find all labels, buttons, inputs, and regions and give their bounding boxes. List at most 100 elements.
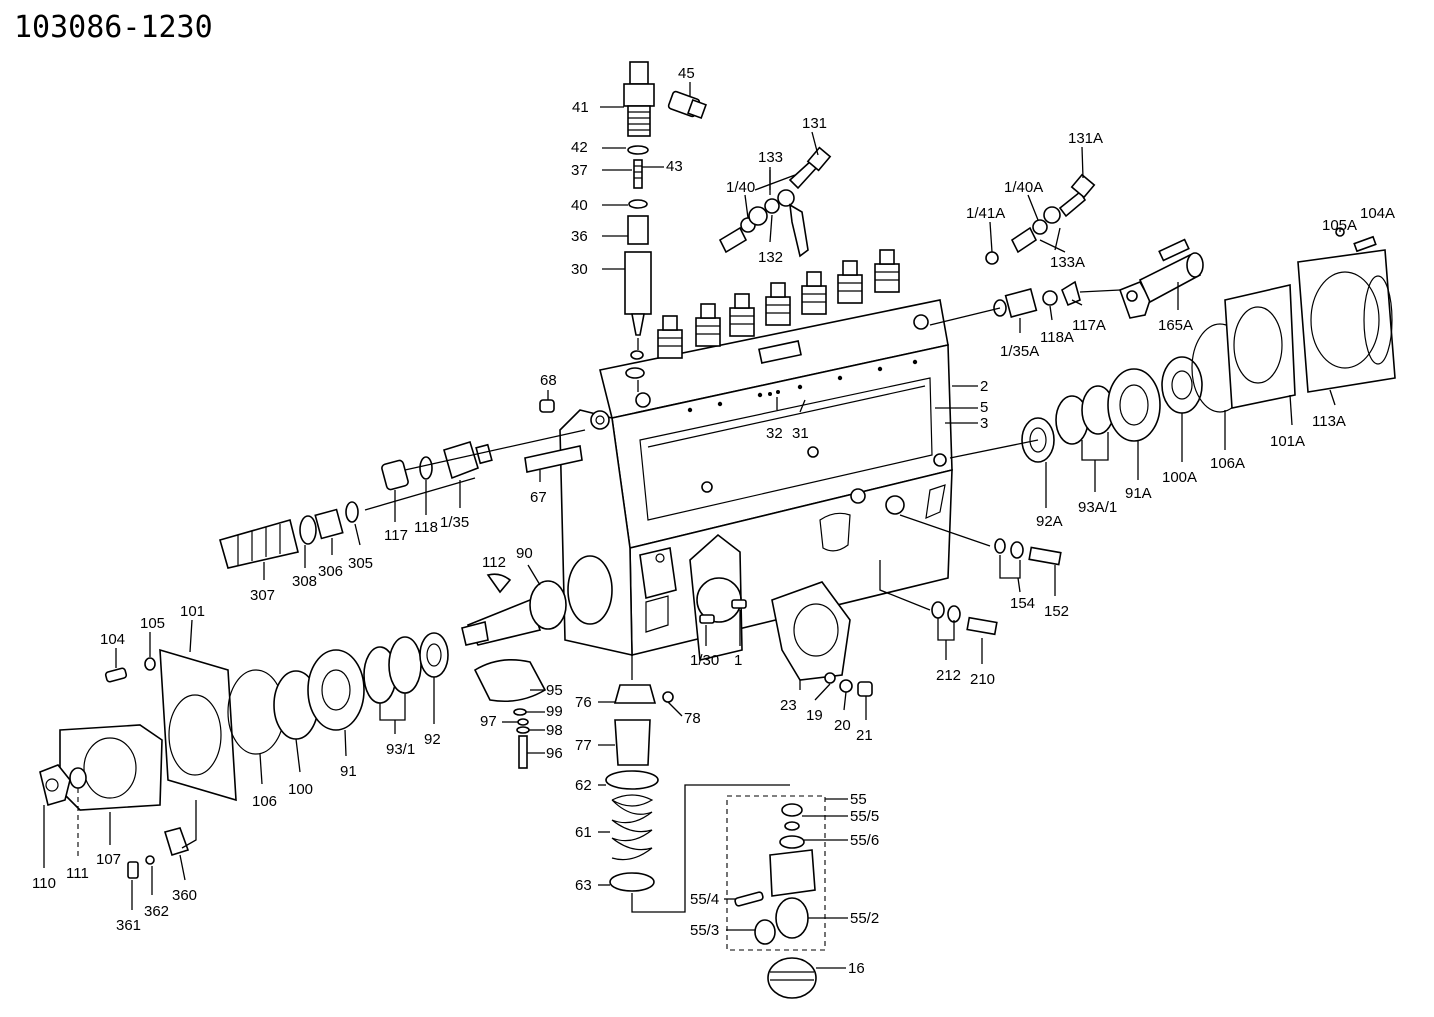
callout-362: 362: [144, 866, 169, 920]
callout-3: 3: [945, 415, 988, 432]
callout-131A: 131A: [1068, 130, 1103, 179]
tappet-and-spring-group: [473, 655, 790, 913]
callout-100A: 100A: [1162, 413, 1197, 486]
callout-55-4: 55/4: [690, 891, 736, 908]
callout-113A: 113A: [1312, 389, 1346, 430]
svg-text:55/4: 55/4: [690, 891, 719, 908]
callout-78: 78: [667, 701, 701, 727]
svg-text:107: 107: [96, 851, 121, 868]
callout-154: 154: [999, 555, 1035, 612]
svg-text:43: 43: [666, 158, 683, 175]
callout-131: 131: [802, 115, 827, 156]
callout-19: 19: [806, 683, 831, 724]
svg-text:63: 63: [575, 877, 592, 894]
callout-152: 152: [1044, 565, 1069, 620]
svg-text:91A: 91A: [1125, 485, 1152, 502]
svg-text:1/35: 1/35: [440, 514, 469, 531]
callout-55-5: 55/5: [802, 808, 879, 825]
callout-36: 36: [571, 228, 628, 245]
svg-text:77: 77: [575, 737, 592, 754]
svg-text:106: 106: [252, 793, 277, 810]
svg-text:104A: 104A: [1360, 205, 1395, 222]
callout-62: 62: [575, 777, 606, 794]
svg-text:132: 132: [758, 249, 783, 266]
svg-text:210: 210: [970, 671, 995, 688]
callout-104: 104: [100, 631, 125, 668]
svg-text:118: 118: [414, 519, 438, 536]
svg-text:1/40: 1/40: [726, 179, 755, 196]
overflow-valve-group-a: [985, 173, 1096, 265]
callout-110: 110: [32, 805, 56, 892]
callout-55-3: 55/3: [690, 922, 755, 939]
svg-text:307: 307: [250, 587, 275, 604]
callout-91: 91: [340, 729, 357, 780]
callout-165A: 165A: [1158, 282, 1193, 334]
callout-106: 106: [252, 753, 277, 810]
callout-95: 95: [530, 682, 563, 699]
callout-98: 98: [529, 722, 563, 739]
right-end-parts: [949, 227, 1396, 463]
callout-360: 360: [172, 800, 197, 904]
svg-text:21: 21: [856, 727, 873, 744]
callout-90: 90: [516, 545, 541, 586]
svg-text:131A: 131A: [1068, 130, 1103, 147]
callout-104A: 104A: [1360, 205, 1395, 222]
svg-text:308: 308: [292, 573, 317, 590]
callout-307: 307: [250, 562, 275, 604]
svg-text:55: 55: [850, 791, 867, 808]
callout-16: 16: [816, 960, 865, 977]
svg-text:101: 101: [180, 603, 205, 620]
svg-text:131: 131: [802, 115, 827, 132]
callout-97: 97: [480, 713, 518, 730]
callout-133A: 133A: [1050, 254, 1085, 271]
camshaft: [461, 555, 613, 646]
svg-text:104: 104: [100, 631, 125, 648]
svg-text:23: 23: [780, 697, 797, 714]
svg-text:2: 2: [980, 378, 988, 395]
svg-text:55/5: 55/5: [850, 808, 879, 825]
svg-text:67: 67: [530, 489, 547, 506]
svg-text:152: 152: [1044, 603, 1069, 620]
svg-text:5: 5: [980, 399, 988, 416]
svg-text:37: 37: [571, 162, 588, 179]
callout-92: 92: [424, 677, 441, 748]
callout-210: 210: [970, 638, 995, 688]
svg-text:305: 305: [348, 555, 373, 572]
callout-306: 306: [318, 538, 343, 580]
svg-text:97: 97: [480, 713, 497, 730]
callout-31: 31: [792, 399, 809, 442]
svg-text:68: 68: [540, 372, 557, 389]
svg-text:100A: 100A: [1162, 469, 1197, 486]
callout-96: 96: [527, 745, 563, 762]
callout-107: 107: [96, 812, 121, 868]
callout-37: 37: [571, 162, 632, 179]
svg-text:3: 3: [980, 415, 988, 432]
callout-132: 132: [758, 214, 783, 266]
callout-106A: 106A: [1210, 410, 1245, 472]
callout-100: 100: [288, 738, 313, 798]
svg-text:133A: 133A: [1050, 254, 1085, 271]
callout-105A: 105A: [1322, 217, 1357, 234]
svg-text:76: 76: [575, 694, 592, 711]
delivery-valve-stack: [623, 61, 707, 392]
svg-text:110: 110: [32, 875, 56, 892]
callout-117: 117: [384, 490, 408, 544]
svg-text:1: 1: [734, 652, 742, 669]
svg-text:133: 133: [758, 149, 783, 166]
callout-101A: 101A: [1270, 394, 1305, 450]
svg-text:96: 96: [546, 745, 563, 762]
svg-text:90: 90: [516, 545, 533, 562]
callout-93-1: 93/1: [379, 693, 415, 758]
callout-45: 45: [678, 65, 695, 97]
svg-text:32: 32: [766, 425, 783, 442]
svg-text:40: 40: [571, 197, 588, 214]
svg-text:93/1: 93/1: [386, 741, 415, 758]
svg-text:93A/1: 93A/1: [1078, 499, 1117, 516]
callout-112: 112: [482, 554, 506, 571]
svg-text:105: 105: [140, 615, 165, 632]
svg-text:105A: 105A: [1322, 217, 1357, 234]
svg-text:99: 99: [546, 703, 563, 720]
callout-32: 32: [766, 397, 783, 442]
callout-118A: 118A: [1040, 305, 1074, 346]
